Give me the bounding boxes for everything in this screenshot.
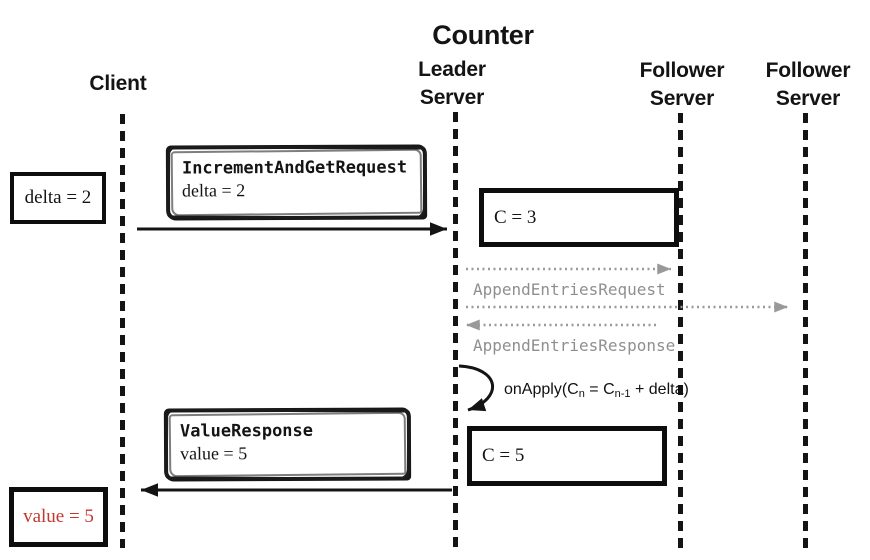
lifeline-follower-server-2 (803, 113, 808, 548)
on-apply-label: onApply(Cn = Cn-1 + delta) (504, 381, 689, 400)
client-result-box: value = 5 (9, 487, 108, 547)
actor-label-follower-server-2: Follower Server (765, 59, 851, 110)
append-entries-response-label: AppendEntriesResponse (473, 336, 676, 355)
value-response-message-box: ValueResponse value = 5 (163, 407, 412, 482)
on-apply-prefix: onApply(C (504, 381, 579, 398)
client-input-box: delta = 2 (10, 172, 106, 224)
leader-counter-box-c5: C = 5 (467, 426, 667, 486)
increment-request-body: delta = 2 (181, 180, 246, 201)
on-apply-subscript-n: n (578, 388, 585, 400)
leader-counter-box-c3: C = 3 (479, 188, 679, 247)
on-apply-mid: = C (584, 381, 615, 398)
append-entries-request-label: AppendEntriesRequest (473, 280, 666, 299)
lifeline-leader-server (453, 112, 458, 548)
on-apply-subscript-n-1: n-1 (614, 388, 631, 400)
diagram-title: Counter (432, 20, 534, 50)
arrow-on-apply-self-loop (458, 364, 495, 412)
value-response-title: ValueResponse (179, 420, 314, 442)
increment-request-title: IncrementAndGetRequest (181, 157, 408, 179)
increment-request-message-box: IncrementAndGetRequest delta = 2 (165, 144, 428, 221)
lifeline-client (120, 114, 125, 548)
on-apply-suffix: + delta) (630, 381, 689, 398)
actor-label-client: Client (89, 72, 147, 95)
lifeline-follower-server-1 (678, 113, 683, 548)
actor-label-leader-server: Leader Server (418, 58, 486, 109)
actor-label-follower-server-1: Follower Server (639, 59, 725, 110)
value-response-body: value = 5 (179, 443, 248, 464)
